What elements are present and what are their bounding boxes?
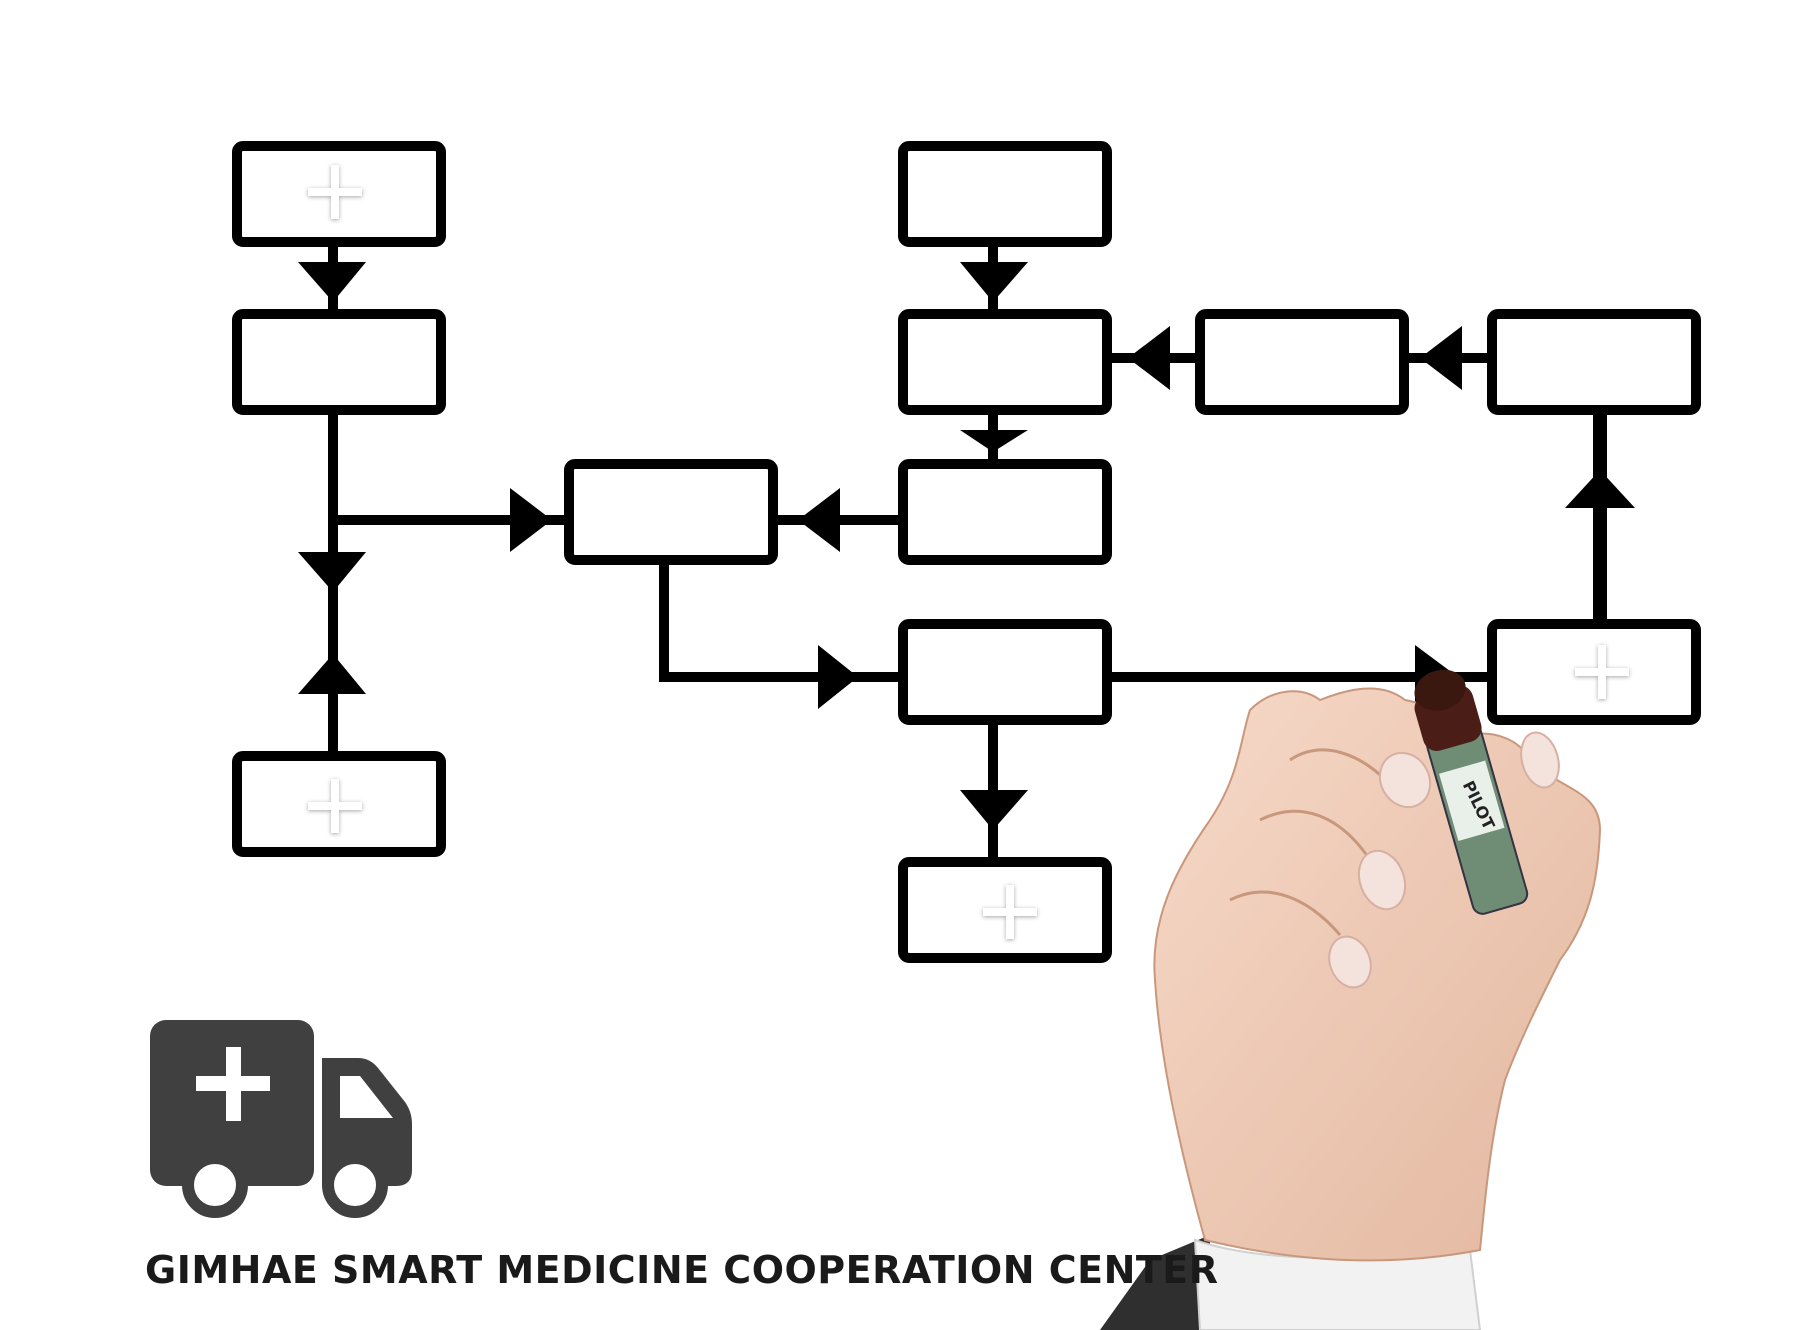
arrowhead-right-c	[510, 488, 552, 552]
plus-icon	[1575, 645, 1629, 699]
marker-pen-icon: PILOT	[1414, 669, 1529, 915]
arrowhead-up-d	[298, 654, 366, 694]
marker-tip	[1414, 669, 1466, 711]
flowchart-boxes	[232, 141, 1701, 963]
box-k	[1487, 309, 1701, 415]
box-e	[898, 141, 1112, 247]
arrowhead-left-j	[1420, 326, 1462, 390]
box-h	[898, 619, 1112, 725]
arrowhead-down-e-f	[960, 262, 1028, 302]
sleeve	[1100, 1235, 1210, 1330]
plus-icon	[308, 165, 362, 219]
arrowhead-down-f-g	[960, 430, 1028, 452]
plus-icon-vertical	[226, 1047, 241, 1121]
arrowhead-up-l-k	[1565, 470, 1635, 508]
fingernail	[1520, 731, 1560, 789]
ambulance-window	[340, 1076, 393, 1118]
box-g	[898, 459, 1112, 565]
finger-crease	[1229, 890, 1342, 936]
fingernail	[1328, 935, 1372, 989]
arrowhead-down-trunk	[298, 552, 366, 592]
arrowhead-left-c	[798, 488, 840, 552]
arrowhead-down-a-b	[298, 262, 366, 302]
arrowhead-down-h-i	[960, 790, 1028, 830]
edge-c-h	[659, 555, 905, 682]
hand-drawing-icon: PILOT	[1100, 669, 1602, 1330]
finger-crease	[1259, 809, 1372, 861]
marker-label	[1439, 760, 1505, 842]
box-b	[232, 309, 446, 415]
arrowhead-right-h	[818, 645, 858, 709]
arrowhead-left-f	[1128, 326, 1170, 390]
fingernail	[1357, 849, 1407, 911]
box-f	[898, 309, 1112, 415]
wheel-icon	[182, 1152, 248, 1218]
box-c	[564, 459, 778, 565]
plus-marks	[308, 165, 1629, 939]
plus-icon	[983, 885, 1037, 939]
plus-icon	[308, 779, 362, 833]
arrowheads	[298, 262, 1635, 830]
ambulance-truck-icon	[150, 1020, 412, 1218]
organization-caption: GIMHAE SMART MEDICINE COOPERATION CENTER	[145, 1248, 1219, 1292]
box-j	[1195, 309, 1409, 415]
fingernail	[1378, 751, 1432, 809]
wheel-icon	[322, 1152, 388, 1218]
